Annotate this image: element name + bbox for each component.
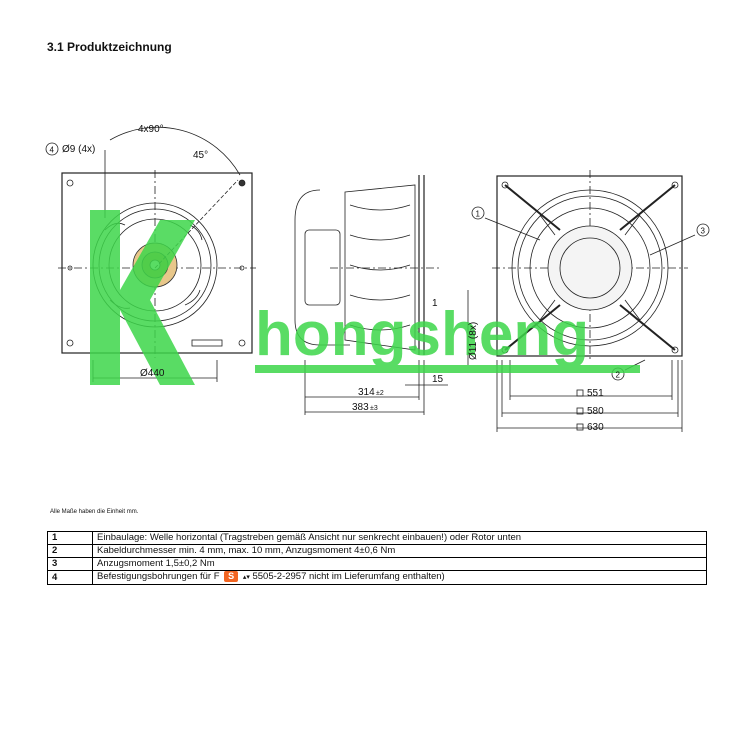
note-text-head: Befestigungsbohrungen für F — [97, 571, 220, 583]
dim-551: 551 — [587, 388, 604, 399]
dim-314-tol: ±2 — [376, 390, 384, 397]
unit-note: Alle Maße haben die Einheit mm. — [50, 509, 139, 515]
note-text-tail: 5505-2-2957 nicht im Lieferumfang enthal… — [252, 571, 445, 583]
dim-440: Ø440 — [140, 368, 165, 379]
table-row: 3 Anzugsmoment 1,5±0,2 Nm — [47, 557, 707, 571]
dim-383-tol: ±3 — [370, 405, 378, 412]
note-number: 2 — [47, 544, 93, 558]
angle-4x90: 4x90° — [138, 124, 164, 135]
note-number: 1 — [47, 531, 93, 545]
note-text: Kabeldurchmesser min. 4 mm, max. 10 mm, … — [92, 544, 707, 558]
callout-4-label: 4 — [50, 146, 55, 155]
notes-table: 1 Einbaulage: Welle horizontal (Tragstre… — [47, 531, 707, 586]
section-title: 3.1 Produktzeichnung — [47, 40, 172, 54]
dim-580: 580 — [587, 406, 604, 417]
overlay-sort-icon: ▴▾ — [242, 574, 250, 582]
callout-3-label: 3 — [701, 227, 706, 236]
note-text: Anzugsmoment 1,5±0,2 Nm — [92, 557, 707, 571]
angle-45: 45° — [193, 150, 208, 161]
side-view — [294, 175, 469, 415]
note-number: 3 — [47, 557, 93, 571]
callout-circle-4 — [45, 142, 59, 156]
watermark: hongsheng — [90, 210, 640, 385]
dim-383: 383 — [352, 402, 369, 413]
callout-1-label: 1 — [476, 210, 481, 219]
product-drawing: hongsheng 4 Ø9 (4x) 4x90° 45° 1 3 2 Ø440… — [45, 124, 710, 433]
note-text: Einbaulage: Welle horizontal (Tragstrebe… — [92, 531, 707, 545]
hole-callout: Ø9 (4x) — [62, 144, 95, 155]
note-number: 4 — [47, 569, 93, 586]
note-text: Befestigungsbohrungen für F S ▴▾ 5505-2-… — [92, 569, 707, 586]
callout-2-label: 2 — [616, 371, 621, 380]
dim-630: 630 — [587, 422, 604, 433]
table-row: 2 Kabeldurchmesser min. 4 mm, max. 10 mm… — [47, 544, 707, 558]
dim-15: 15 — [432, 374, 444, 385]
rear-view — [484, 170, 696, 432]
overlay-logo-icon: S — [224, 571, 239, 582]
dim-11: Ø11 (8x) — [468, 322, 479, 360]
callout-circle-3 — [696, 223, 710, 237]
table-row: 1 Einbaulage: Welle horizontal (Tragstre… — [47, 531, 707, 545]
dim-314: 314 — [358, 387, 375, 398]
dim-1: 1 — [432, 298, 438, 309]
callout-circle-1 — [471, 206, 485, 220]
watermark-brand: hongsheng — [255, 300, 589, 369]
table-row: 4 Befestigungsbohrungen für F S ▴▾ 5505-… — [47, 569, 707, 586]
